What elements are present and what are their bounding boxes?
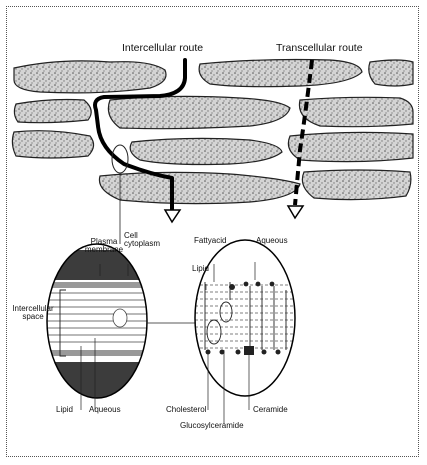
- corneocyte-cell: [288, 132, 413, 161]
- corneocyte-cell: [302, 170, 411, 200]
- cell-cytoplasm-label: Cell cytoplasm: [124, 232, 164, 249]
- intercellular-route-arrowhead: [165, 210, 180, 222]
- ceramide-label: Ceramide: [253, 406, 288, 414]
- corneocyte-cell: [99, 172, 300, 203]
- corneocyte-cell: [130, 138, 282, 164]
- aqueous-label-right: Aqueous: [256, 237, 288, 245]
- corneocyte-cell: [14, 61, 166, 93]
- plasma-membrane-label: Plasma membrane: [84, 238, 124, 255]
- lipid-label-left: Lipid: [56, 406, 73, 414]
- aqueous-label-left: Aqueous: [89, 406, 121, 414]
- corneocyte-cell: [369, 60, 413, 86]
- corneocyte-cell: [299, 97, 413, 126]
- intercellular-space-label: Intercellular space: [8, 305, 58, 322]
- corneocyte-cell: [108, 96, 290, 128]
- lipid-label-right: Lipid: [192, 265, 209, 273]
- cholesterol-label: Cholesterol: [166, 406, 206, 414]
- transcellular-route-arrowhead: [288, 206, 303, 218]
- corneocyte-cell: [12, 131, 93, 158]
- glucosylceramide-label: Glucosylceramide: [180, 422, 244, 430]
- fatty-acid-label: Fattyacid: [194, 237, 226, 245]
- intercellular-route-label: Intercellular route: [122, 43, 203, 54]
- corneocyte-layer: [12, 60, 413, 204]
- corneocyte-cell: [14, 100, 91, 123]
- transcellular-route-label: Transcellular route: [276, 43, 363, 54]
- corneocyte-cell: [199, 60, 362, 87]
